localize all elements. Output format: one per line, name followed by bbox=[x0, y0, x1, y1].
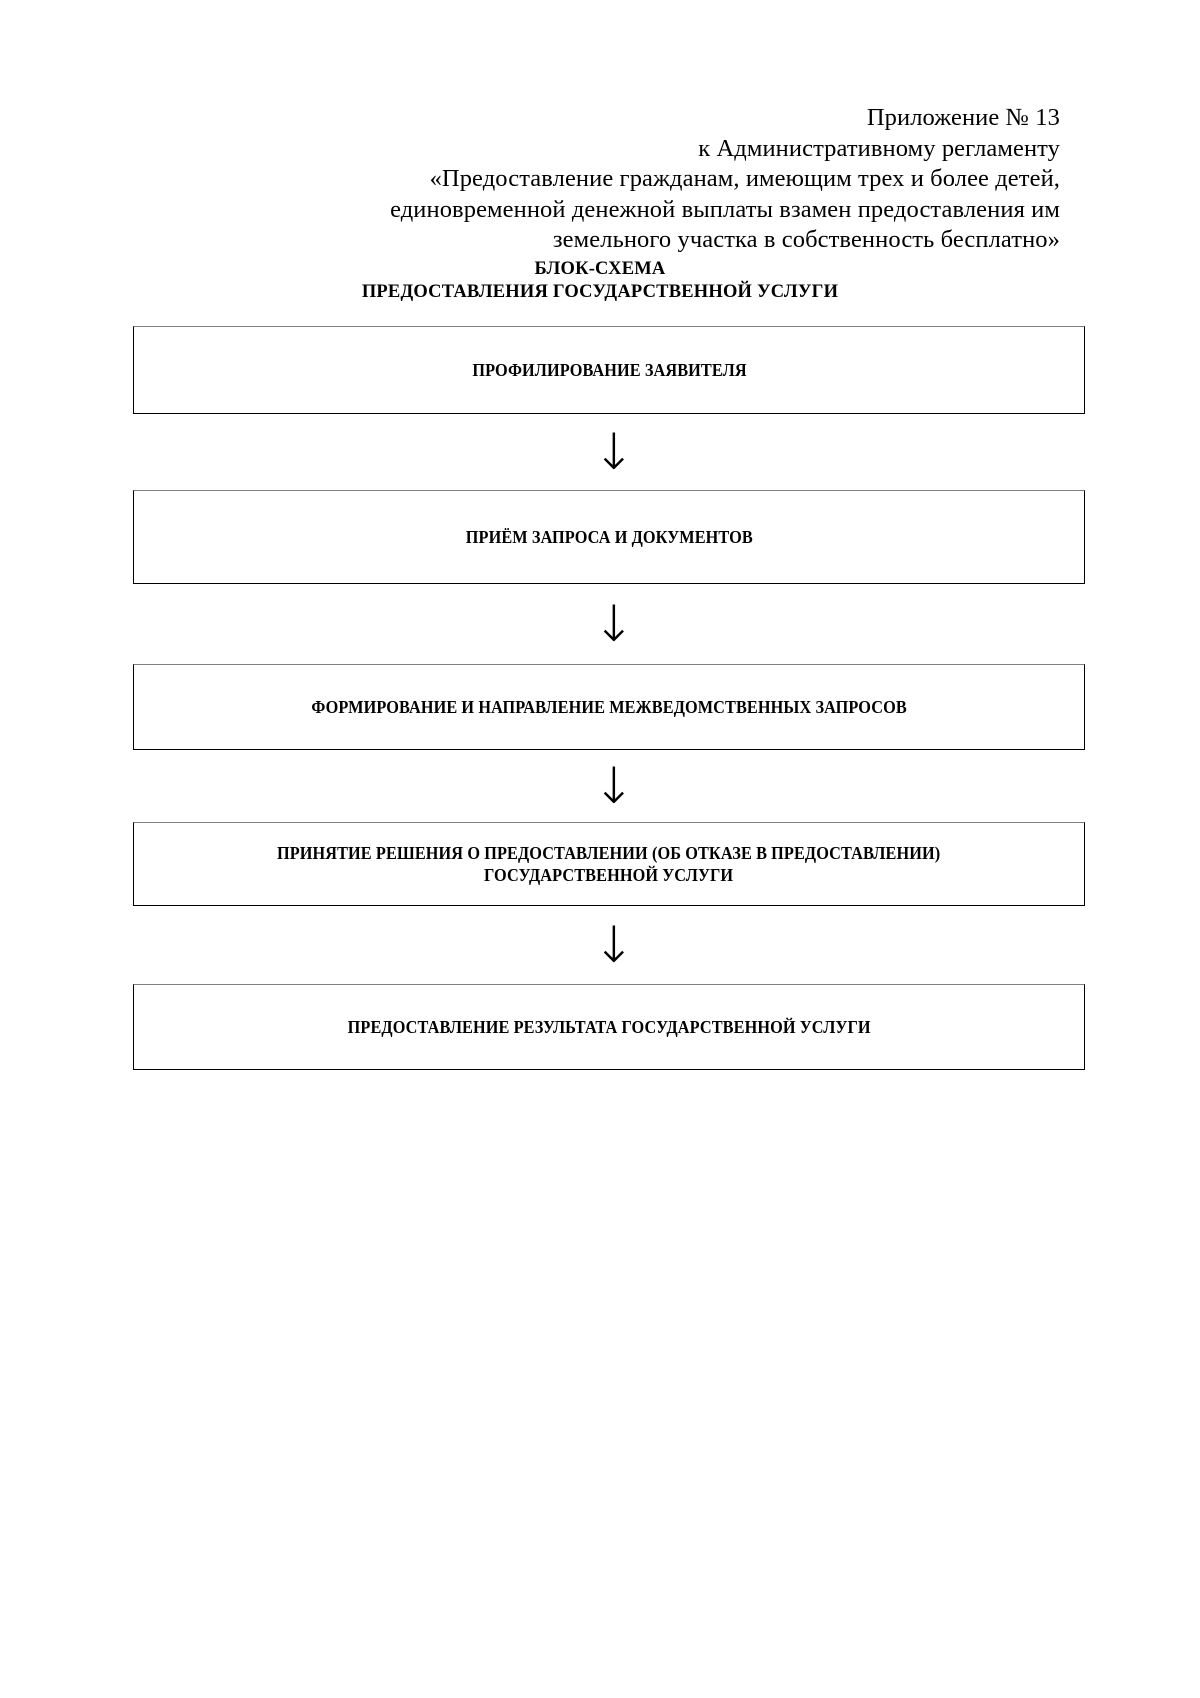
flow-node-interagency-requests: ФОРМИРОВАНИЕ И НАПРАВЛЕНИЕ МЕЖВЕДОМСТВЕН… bbox=[133, 664, 1085, 750]
regulation-title-line-2: единовременной денежной выплаты взамен п… bbox=[390, 195, 1060, 223]
down-arrow-glyph: ↓ bbox=[593, 916, 635, 974]
connector-1-2: ↓ bbox=[133, 414, 1085, 490]
flow-node-profiling-label: ПРОФИЛИРОВАНИЕ ЗАЯВИТЕЛЯ bbox=[471, 360, 747, 380]
down-arrow-glyph: ↓ bbox=[593, 595, 635, 653]
flow-node-interagency-requests-label: ФОРМИРОВАНИЕ И НАПРАВЛЕНИЕ МЕЖВЕДОМСТВЕН… bbox=[311, 697, 907, 717]
flow-node-intake-label: ПРИЁМ ЗАПРОСА И ДОКУМЕНТОВ bbox=[465, 527, 753, 547]
down-arrow-icon: ↓ bbox=[593, 427, 635, 477]
appendix-number-line: Приложение № 13 bbox=[866, 104, 1060, 131]
connector-3-4: ↓ bbox=[133, 750, 1085, 822]
flow-node-result-delivery-label: ПРЕДОСТАВЛЕНИЕ РЕЗУЛЬТАТА ГОСУДАРСТВЕННО… bbox=[347, 1017, 871, 1037]
flow-node-profiling: ПРОФИЛИРОВАНИЕ ЗАЯВИТЕЛЯ bbox=[133, 326, 1085, 414]
flow-node-intake: ПРИЁМ ЗАПРОСА И ДОКУМЕНТОВ bbox=[133, 490, 1085, 584]
flowchart: ПРОФИЛИРОВАНИЕ ЗАЯВИТЕЛЯ ↓ ПРИЁМ ЗАПРОСА… bbox=[133, 326, 1085, 1070]
regulation-title-line-1: «Предоставление гражданам, имеющим трех … bbox=[429, 165, 1060, 192]
regulation-title-line-3: земельного участка в собственность беспл… bbox=[552, 226, 1060, 253]
flow-node-decision-label: ПРИНЯТИЕ РЕШЕНИЯ О ПРЕДОСТАВЛЕНИИ (ОБ ОТ… bbox=[277, 843, 941, 885]
connector-4-5: ↓ bbox=[133, 906, 1085, 984]
down-arrow-icon: ↓ bbox=[593, 599, 635, 649]
title-line-blok-shema: БЛОК-СХЕМА bbox=[534, 259, 666, 279]
connector-2-3: ↓ bbox=[133, 584, 1085, 664]
regulation-reference-line: к Административному регламенту bbox=[698, 134, 1060, 162]
down-arrow-glyph: ↓ bbox=[593, 757, 635, 815]
appendix-header: Приложение № 13 к Административному регл… bbox=[330, 103, 1060, 256]
title-line-subject: ПРЕДОСТАВЛЕНИЯ ГОСУДАРСТВЕННОЙ УСЛУГИ bbox=[361, 281, 839, 302]
flow-node-decision: ПРИНЯТИЕ РЕШЕНИЯ О ПРЕДОСТАВЛЕНИИ (ОБ ОТ… bbox=[133, 822, 1085, 906]
down-arrow-icon: ↓ bbox=[593, 920, 635, 970]
down-arrow-icon: ↓ bbox=[593, 761, 635, 811]
down-arrow-glyph: ↓ bbox=[593, 423, 635, 481]
flow-node-result-delivery: ПРЕДОСТАВЛЕНИЕ РЕЗУЛЬТАТА ГОСУДАРСТВЕННО… bbox=[133, 984, 1085, 1070]
document-title: БЛОК-СХЕМА ПРЕДОСТАВЛЕНИЯ ГОСУДАРСТВЕННО… bbox=[0, 258, 1200, 303]
